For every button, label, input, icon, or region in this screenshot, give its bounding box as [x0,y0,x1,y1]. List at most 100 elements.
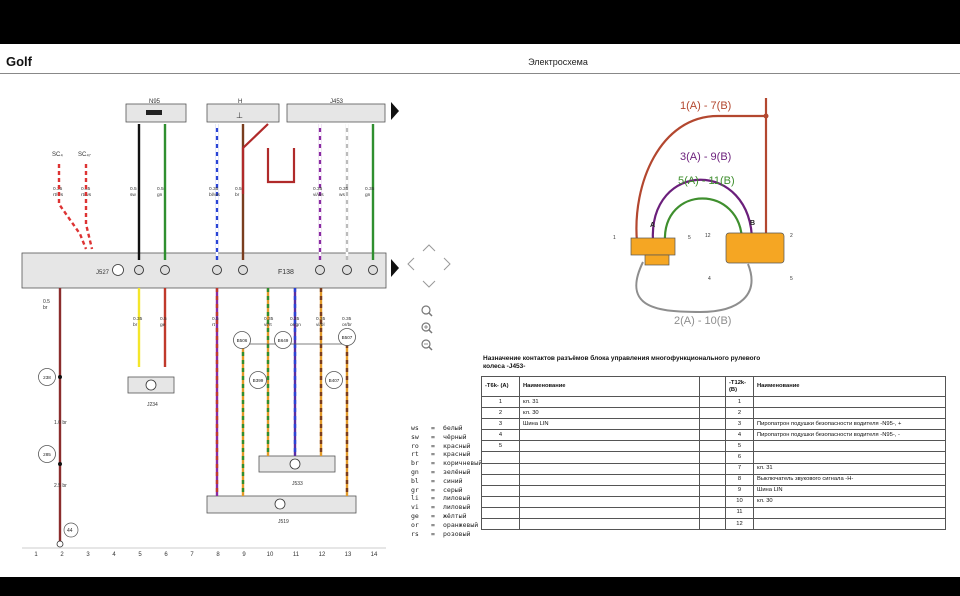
grid-number: 1 [34,552,38,558]
continue-arrow-top[interactable] [391,102,399,120]
continue-arrow-middle[interactable] [391,259,399,277]
ground-point-circle [63,522,79,538]
j519-ground-symbol [274,498,286,510]
legend-name: коричневый [443,459,483,468]
header-b-name: Наименование [753,376,946,397]
upper-wire-color: gn [365,193,371,198]
upper-wire-size: 0.35 [209,186,219,192]
cell-a-pin [481,462,520,475]
cell-b-name [753,518,946,531]
cell-spacer [699,462,726,475]
legend-code: ge [411,511,419,520]
cell-b-name [753,440,946,453]
cell-a-name [519,451,700,464]
upper-wire-color: vi/ws [313,192,324,198]
legend-name: красный [443,441,471,450]
node-circle [274,331,292,349]
cell-a-pin: 4 [481,429,520,442]
zoom-out-icon[interactable] [421,339,433,351]
legend-code: bl [411,476,419,485]
wire-1a-7b [635,114,768,243]
cell-b-pin: 8 [725,473,754,486]
j533-label: J533 [292,481,303,487]
cell-b-pin: 9 [725,484,754,497]
j453-label: J453 [330,99,344,105]
pan-control[interactable] [407,244,451,288]
legend-equals: = [431,424,435,432]
cell-a-pin: 3 [481,418,520,431]
node-label: B506 [237,338,248,343]
grid-number: 7 [190,552,194,558]
upper-wire-color: gn [157,193,163,198]
lower-wire-size: 0.35 [316,316,326,322]
legend-code: ro [411,441,419,450]
upper-wire-size: 0.5 [235,186,242,192]
connector-b-pin-right: 2 [790,233,793,239]
legend-name: белый [443,424,463,432]
j234-ground-symbol [145,379,157,391]
node-circle [325,371,343,389]
wire-layer: 0.35rt/ws0.35rt/ws0.5sw0.5gn0.35bl/ws0.5… [53,123,375,496]
cell-a-name [519,473,700,486]
grid-number: 11 [293,552,300,558]
cell-a-name [519,484,700,497]
node-label: B649 [278,338,289,343]
wire-1a-7b-junction [763,113,769,119]
legend-code: or [411,520,419,529]
connector-a-pin-left: 1 [613,235,616,241]
legend-equals: = [431,432,435,441]
cell-b-name: кл. 30 [753,495,946,508]
legend-name: лиловый [443,494,471,503]
cell-b-pin: 1 [725,395,754,409]
cell-a-name: кл. 31 [519,395,700,409]
cell-a-name: кл. 30 [519,407,700,420]
legend-item: vi=лиловый [411,503,482,512]
cell-a-pin [481,506,520,520]
ground-wire-top-color: br [43,305,48,311]
legend-item: rt=красный [411,450,482,459]
lower-wire-color: vi/rt [264,322,272,328]
zoom-plus-icon[interactable] [421,322,433,334]
ground-junction-dot [58,375,62,379]
connector-b-pin-left: 12 [705,233,711,239]
legend-equals: = [431,441,435,450]
node-circle [38,368,56,386]
legend-equals: = [431,503,435,512]
bus-terminal [160,265,170,275]
cell-b-name [753,451,946,464]
j527-ground-symbol [112,264,124,276]
cell-a-pin: 1 [481,395,520,409]
legend-equals: = [431,529,435,538]
legend-item: li=лиловый [411,494,482,503]
connector-b-pin-bottom-right: 5 [790,276,793,282]
legend-item: or=оранжевый [411,521,482,530]
legend-item: gr=серый [411,486,482,495]
pin-table-title: Назначение контактов разъёмов блока упра… [483,355,761,370]
cell-spacer [699,518,726,531]
lower-wire-size: 0.5 [212,316,219,322]
cell-b-name: Пиропатрон подушки безопасности водителя… [753,418,946,431]
wire-5a-11b [663,197,744,243]
cell-a-name [519,506,700,520]
cell-b-name: Выключатель звукового сигнала -H- [753,473,946,486]
legend-name: серый [443,485,463,494]
legend-item: ws=белый [411,424,482,433]
zoom-in-icon[interactable] [421,305,433,317]
cell-a-name [519,440,700,453]
legend-code: gn [411,467,419,476]
upper-wire-size: 0.35 [313,186,323,192]
cell-a-name: Шина LIN [519,418,700,431]
grid-number: 13 [345,552,352,558]
header-b-pin: -T12k- (B) [725,376,754,397]
legend-equals: = [431,476,435,485]
pin-table: -T6k- (A) Наименование -T12k- (B) Наимен… [481,376,946,531]
connector-diagram: A 1 5 B 12 2 4 5 1(A) - 7(B) 3(A) - 9(B)… [613,98,793,327]
legend-item: bl=синий [411,477,482,486]
legend-code: li [411,494,419,503]
legend-item: ge=жёлтый [411,512,482,521]
lower-wire-size: 0.35 [342,316,352,322]
